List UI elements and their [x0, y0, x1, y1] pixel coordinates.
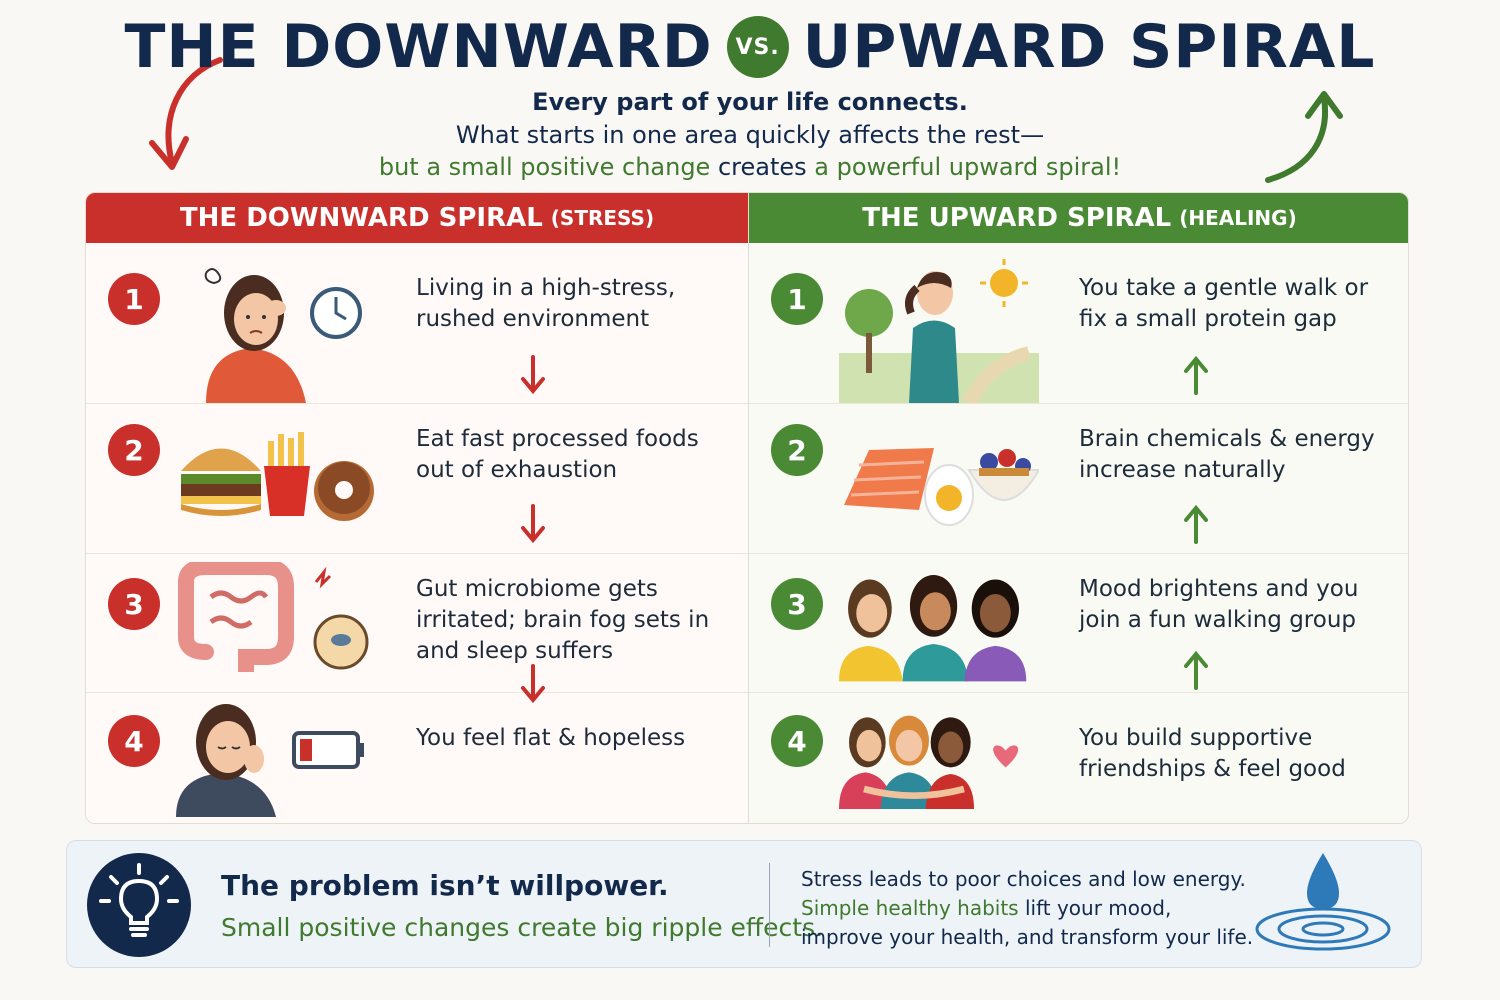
subtitle-green-b: a powerful upward spiral!	[814, 153, 1122, 181]
subtitle-line-3: but a small positive change creates a po…	[0, 153, 1500, 181]
lightbulb-icon	[87, 853, 191, 957]
step-number: 1	[108, 273, 160, 325]
arrow-up-icon	[1184, 650, 1208, 690]
banner-detail-line-2: Simple healthy habits lift your mood,	[801, 894, 1253, 923]
step-text: Mood brightens and you join a fun walkin…	[1079, 576, 1359, 633]
upward-heading-tag: (HEALING)	[1179, 206, 1297, 230]
walking-woman-icon	[839, 259, 1039, 403]
water-drop-ripple-icon	[1255, 853, 1391, 951]
subtitle-green-a: but a small positive change	[378, 153, 711, 181]
arrow-up-icon	[1184, 504, 1208, 544]
upward-step-2: 2 Brain chemicals & energy increase natu…	[749, 404, 1408, 554]
up-curve-arrow-icon	[1265, 91, 1343, 183]
step-number: 2	[771, 424, 823, 476]
step-number: 3	[108, 578, 160, 630]
down-curve-arrow-icon	[149, 57, 223, 170]
downward-heading: THE DOWNWARD SPIRAL (STRESS)	[86, 193, 748, 243]
downward-step-3: 3 Gut microbiome gets irritated; brain f…	[86, 554, 748, 704]
banner-divider	[769, 863, 770, 947]
upward-column: THE UPWARD SPIRAL (HEALING) 1 You take a…	[748, 193, 1408, 823]
step-text: Eat fast processed foods out of exhausti…	[416, 426, 699, 483]
healthy-food-icon	[844, 448, 1039, 526]
upward-heading-text: THE UPWARD SPIRAL	[862, 203, 1172, 233]
step-text: Living in a high-stress, rushed environm…	[416, 275, 676, 332]
hug-heart-icon	[839, 715, 1019, 809]
step-number: 4	[771, 715, 823, 767]
arrow-up-icon	[1184, 355, 1208, 395]
step-number: 2	[108, 424, 160, 476]
upward-step-4: 4 You build supportive friendships & fee…	[749, 693, 1408, 823]
banner-headline: The problem isn’t willpower.	[221, 869, 669, 902]
upward-step-1: 1 You take a gentle walk or fix a small …	[749, 243, 1408, 404]
step-number: 4	[108, 715, 160, 767]
banner-detail: Stress leads to poor choices and low ene…	[801, 865, 1253, 952]
downward-heading-tag: (STRESS)	[550, 206, 655, 230]
banner-subline: Small positive changes create big ripple…	[221, 913, 824, 942]
downward-step-4: 4 You feel flat & hopeless	[86, 693, 748, 823]
step-text: You feel flat & hopeless	[416, 725, 686, 751]
downward-heading-text: THE DOWNWARD SPIRAL	[179, 203, 543, 233]
downward-column: THE DOWNWARD SPIRAL (STRESS) 1 Living in…	[86, 193, 748, 823]
gut-icon	[178, 562, 369, 672]
fast-food-icon	[181, 432, 374, 521]
title-right: UPWARD SPIRAL	[802, 12, 1376, 82]
vs-badge: VS.	[726, 16, 789, 78]
banner-detail-line-1: Stress leads to poor choices and low ene…	[801, 867, 1246, 891]
banner-detail-line-3: improve your health, and transform your …	[801, 925, 1254, 949]
step-text: You take a gentle walk or fix a small pr…	[1079, 275, 1369, 332]
banner-detail-green: Simple healthy habits	[801, 896, 1019, 920]
step-number: 3	[771, 578, 823, 630]
step-text: Brain chemicals & energy increase natura…	[1079, 426, 1375, 483]
stressed-woman-icon	[204, 268, 362, 403]
step-text: You build supportive friendships & feel …	[1079, 725, 1346, 782]
arrow-down-icon	[521, 355, 545, 395]
subtitle-mid: creates	[710, 153, 815, 181]
upward-heading: THE UPWARD SPIRAL (HEALING)	[749, 193, 1408, 243]
summary-banner: The problem isn’t willpower. Small posit…	[66, 840, 1422, 968]
title-left: THE DOWNWARD	[124, 12, 713, 82]
friends-group-icon	[839, 574, 1027, 682]
downward-step-1: 1 Living in a high-stress, rushed enviro…	[86, 243, 748, 404]
upward-step-3: 3 Mood brightens and you join a fun walk…	[749, 554, 1408, 693]
step-number: 1	[771, 273, 823, 325]
downward-step-2: 2 Eat fast processed foods out of exhaus…	[86, 404, 748, 554]
step-text: Gut microbiome gets irritated; brain fog…	[416, 576, 710, 664]
subtitle-line-1: Every part of your life connects.	[532, 88, 968, 116]
subtitle-line-2: What starts in one area quickly affects …	[455, 121, 1045, 149]
page-title: THE DOWNWARD VS. UPWARD SPIRAL	[0, 12, 1500, 82]
arrow-down-icon	[521, 504, 545, 544]
banner-detail-rest: lift your mood,	[1018, 896, 1172, 920]
spiral-comparison-table: THE DOWNWARD SPIRAL (STRESS) 1 Living in…	[85, 192, 1409, 824]
sad-woman-icon	[176, 704, 364, 817]
arrow-down-icon	[521, 664, 545, 704]
